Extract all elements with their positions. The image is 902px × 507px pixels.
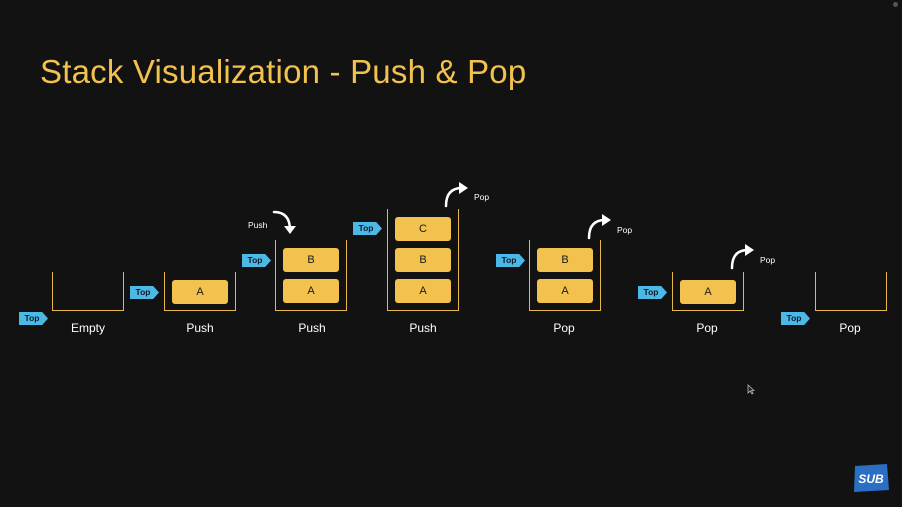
pop-arrow-icon	[730, 244, 754, 270]
sub-logo-text: SUB	[858, 472, 884, 486]
push-arrow-label: Push	[248, 220, 268, 230]
stack-container-empty	[52, 272, 124, 311]
stack-block-b: B	[537, 248, 593, 272]
pop-arrow-label: Pop	[760, 255, 776, 265]
page-title: Stack Visualization - Push & Pop	[40, 53, 527, 90]
pop-arrow-label: Pop	[617, 225, 633, 235]
pop-arrow-label: Pop	[474, 192, 490, 202]
state-caption-push-3: Push	[409, 321, 437, 335]
top-pointer-tag: Top	[638, 286, 667, 299]
top-pointer-tag: Top	[496, 254, 525, 267]
top-pointer-tag: Top	[781, 312, 810, 325]
stack-block-a: A	[172, 280, 228, 304]
top-pointer-tag: Top	[130, 286, 159, 299]
stack-container-pop-1: B A	[529, 240, 601, 311]
top-pointer-tag: Top	[242, 254, 271, 267]
state-caption-pop-2: Pop	[696, 321, 718, 335]
state-caption-push-2: Push	[298, 321, 326, 335]
sub-logo-icon: SUB	[854, 464, 889, 492]
stack-container-pop-2: A	[672, 272, 744, 311]
window-corner-dot	[893, 2, 898, 7]
pop-arrow-icon	[587, 214, 611, 240]
stack-block-a: A	[680, 280, 736, 304]
stack-block-b: B	[395, 248, 451, 272]
stack-block-a: A	[395, 279, 451, 303]
pop-arrow-icon	[444, 182, 468, 208]
stack-block-b: B	[283, 248, 339, 272]
state-caption-empty: Empty	[70, 321, 105, 335]
state-caption-push-1: Push	[186, 321, 214, 335]
top-pointer-tag: Top	[19, 312, 48, 325]
mouse-cursor-icon	[747, 384, 755, 395]
state-caption-pop-1: Pop	[553, 321, 575, 335]
top-pointer-tag: Top	[353, 222, 382, 235]
push-arrow-icon	[272, 210, 296, 234]
stack-container-pop-3	[815, 272, 887, 311]
stack-container-push-1: A	[164, 272, 236, 311]
stack-container-push-3: C B A	[387, 209, 459, 311]
stack-container-push-2: B A	[275, 240, 347, 311]
stack-block-a: A	[283, 279, 339, 303]
stack-block-a: A	[537, 279, 593, 303]
state-caption-pop-3: Pop	[839, 321, 861, 335]
stack-block-c: C	[395, 217, 451, 241]
